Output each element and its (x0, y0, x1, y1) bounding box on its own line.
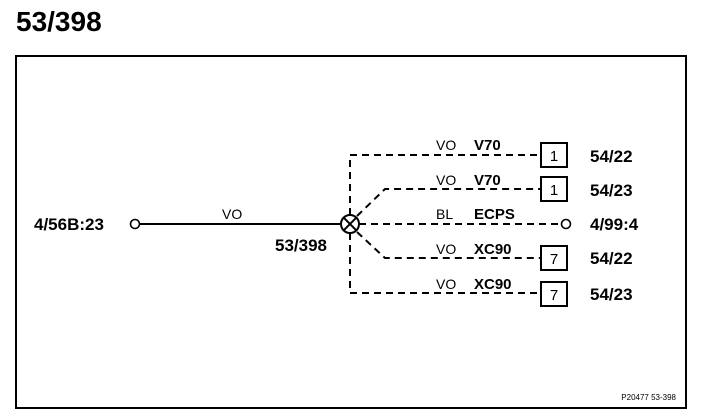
source-label: 4/56B:23 (34, 215, 104, 234)
branch-wire-5 (349, 233, 540, 294)
branch-5-connector (540, 281, 568, 307)
branch-1-destination: 54/22 (590, 147, 633, 166)
branch-3-model: ECPS (474, 206, 515, 223)
branch-2-connector (540, 176, 568, 202)
branch-3-destination: 4/99:4 (590, 215, 639, 234)
branch-5-pin: 7 (550, 287, 558, 304)
branch-2-model: V70 (474, 172, 501, 189)
branch-2-pin: 1 (550, 182, 558, 199)
branch-5-destination: 54/23 (590, 285, 633, 304)
branch-1-wire-color: VO (436, 137, 456, 153)
branch-wire-1 (349, 154, 540, 215)
branch-1-connector (540, 142, 568, 168)
branch-wire-2 (356, 188, 540, 217)
branch-5-wire-color: VO (436, 276, 456, 292)
branch-4-connector (540, 245, 568, 271)
splice-label: 53/398 (275, 236, 327, 255)
branch-3-wire-color: BL (436, 206, 453, 222)
branch-5-model: XC90 (474, 276, 512, 293)
branch-wire-4 (356, 231, 540, 259)
diagram-frame (15, 55, 687, 409)
source-wire-color: VO (222, 206, 242, 222)
branch-3-terminal-icon (560, 218, 572, 230)
branch-4-model: XC90 (474, 241, 512, 258)
branch-1-model: V70 (474, 137, 501, 154)
branch-4-destination: 54/22 (590, 249, 633, 268)
branch-1-pin: 1 (550, 148, 558, 165)
source-terminal-icon (129, 218, 141, 230)
branch-4-pin: 7 (550, 251, 558, 268)
branch-4-wire-color: VO (436, 241, 456, 257)
branch-2-wire-color: VO (436, 172, 456, 188)
splice-icon (340, 214, 360, 234)
reference-code: P20477 53-398 (621, 393, 676, 402)
page-title: 53/398 (16, 6, 102, 37)
branch-2-destination: 54/23 (590, 181, 633, 200)
